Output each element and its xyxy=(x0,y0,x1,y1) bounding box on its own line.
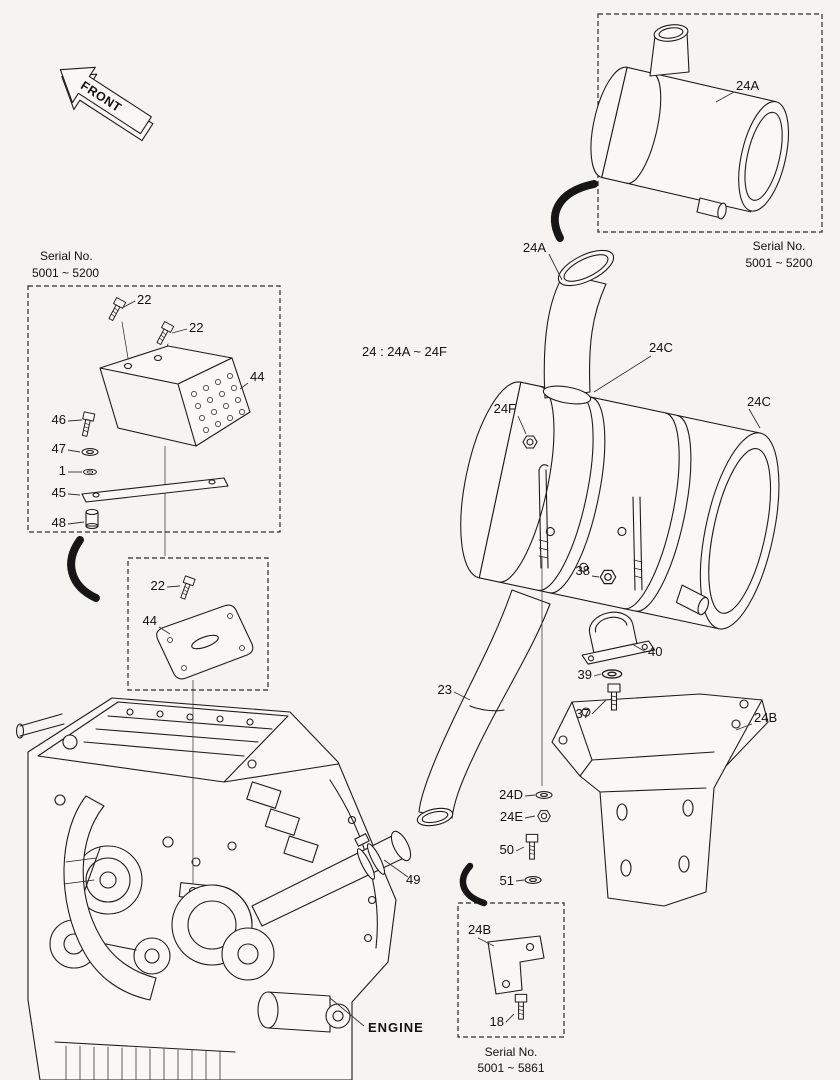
exhaust-stack xyxy=(542,249,615,405)
nut-24f xyxy=(522,435,538,449)
inset-top-right-box xyxy=(597,13,823,233)
label-22a: 22 xyxy=(137,292,151,307)
label-24b: 24B xyxy=(754,710,777,725)
label-47: 47 xyxy=(52,441,66,456)
label-49: 49 xyxy=(406,872,420,887)
label-23: 23 xyxy=(438,682,452,697)
engine-illustration xyxy=(15,697,412,1080)
band-tension-rods xyxy=(538,464,643,591)
bolt-18 xyxy=(514,993,528,1020)
detail-swoosh-bottom xyxy=(459,862,488,907)
support-bracket-44 xyxy=(99,345,251,447)
exhaust-pipe-23 xyxy=(416,589,551,827)
strap-45 xyxy=(81,477,229,503)
label-40: 40 xyxy=(648,644,662,659)
label-24c-right: 24C xyxy=(747,394,771,409)
leader-lines xyxy=(67,91,761,1027)
inset-top-right xyxy=(590,13,823,233)
serial-top-right-line1: Serial No. xyxy=(753,239,806,253)
turbocharger xyxy=(171,884,275,981)
inset-muffler-inlet xyxy=(649,24,690,77)
front-direction-arrow: FRONT xyxy=(59,66,154,142)
section-reference: 24 : 24A ~ 24F xyxy=(362,344,447,359)
washer-39 xyxy=(601,669,623,679)
spacer-48 xyxy=(85,508,99,530)
bolt-22-mid xyxy=(177,575,196,601)
bolt-46 xyxy=(78,411,96,438)
washer-24d xyxy=(535,791,553,799)
serial-bottom-right-line2: 5001 ~ 5861 xyxy=(477,1061,544,1075)
muffler-24a xyxy=(460,381,780,630)
bracket-24b-early xyxy=(487,935,545,995)
washer-51 xyxy=(524,876,542,884)
inset-top-left-box xyxy=(27,285,281,533)
label-18: 18 xyxy=(490,1014,504,1029)
detail-swoosh-top xyxy=(550,180,598,242)
label-38: 38 xyxy=(576,563,590,578)
detail-reference-lines xyxy=(164,446,543,884)
serial-top-left-line1: Serial No. xyxy=(40,249,93,263)
bolt-50 xyxy=(525,833,539,860)
label-51: 51 xyxy=(500,873,514,888)
engine-label: ENGINE xyxy=(368,1020,424,1035)
hose-clamp-49 xyxy=(354,833,386,880)
label-37: 37 xyxy=(576,706,590,721)
plate-44-mid xyxy=(156,604,254,680)
label-22b: 22 xyxy=(189,320,203,335)
label-24f: 24F xyxy=(494,401,516,416)
detail-swoosh-left xyxy=(67,536,100,602)
label-24b-inset: 24B xyxy=(468,922,491,937)
label-44-mid: 44 xyxy=(143,613,157,628)
inset-mid xyxy=(127,557,269,691)
bolt-22a xyxy=(105,297,127,323)
inset-top-left xyxy=(27,285,281,533)
bracket-24b xyxy=(551,693,769,907)
bolt-22b xyxy=(153,321,175,347)
label-45: 45 xyxy=(52,485,66,500)
label-44: 44 xyxy=(250,369,264,384)
inset-muffler-body xyxy=(590,66,789,213)
serial-top-right-line2: 5001 ~ 5200 xyxy=(745,256,812,270)
clamp-saddle-40 xyxy=(581,611,656,665)
washer-47 xyxy=(81,448,99,456)
label-24a: 24A xyxy=(523,240,546,255)
inset-bottom-right xyxy=(457,902,565,1038)
label-24d: 24D xyxy=(499,787,523,802)
label-24e: 24E xyxy=(500,809,523,824)
nut-38 xyxy=(599,569,617,585)
label-39: 39 xyxy=(578,667,592,682)
label-22-mid: 22 xyxy=(151,578,165,593)
label-24c-upper: 24C xyxy=(649,340,673,355)
text-labels: Serial No. 5001 ~ 5200 22 22 44 46 47 1 … xyxy=(32,78,813,1075)
inset-bottom-right-box xyxy=(457,902,565,1038)
label-46: 46 xyxy=(52,412,66,427)
washer-1 xyxy=(83,468,97,476)
nut-24e xyxy=(537,810,551,822)
label-48: 48 xyxy=(52,515,66,530)
label-24a-inset: 24A xyxy=(736,78,759,93)
label-50: 50 xyxy=(500,842,514,857)
serial-top-left-line2: 5001 ~ 5200 xyxy=(32,266,99,280)
label-1: 1 xyxy=(59,463,66,478)
serial-bottom-right-line1: Serial No. xyxy=(485,1045,538,1059)
